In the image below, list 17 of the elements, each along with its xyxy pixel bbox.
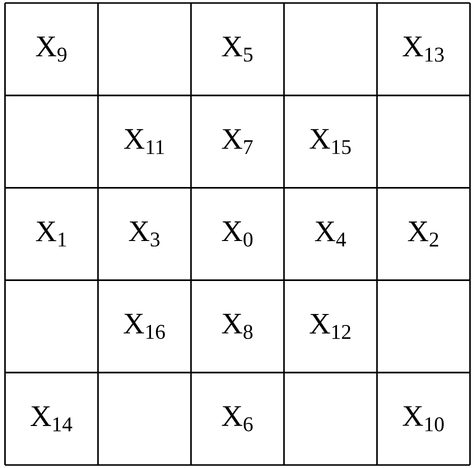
- cell-label: X$_{11}$: [124, 129, 164, 154]
- cell-label: X$_{3}$: [128, 221, 160, 247]
- cell-label: X$_{7}$: [222, 129, 253, 154]
- cell-label: X$_{15}$: [310, 129, 351, 154]
- cell-label: X$_{10}$: [402, 406, 444, 432]
- cell-label: X$_{4}$: [314, 222, 346, 246]
- cell-label: X$_{9}$: [36, 36, 66, 62]
- cell-label: X$_{14}$: [30, 406, 72, 432]
- cell-label: X$_{1}$: [36, 222, 66, 246]
- cell-label: X$_{0}$: [222, 221, 252, 247]
- cell-label: X$_{8}$: [222, 314, 252, 339]
- cell-label: X$_{16}$: [124, 314, 165, 339]
- cell-label: X$_{2}$: [408, 222, 438, 246]
- cell-label: X$_{12}$: [310, 314, 350, 339]
- cell-label: X$_{6}$: [222, 406, 253, 432]
- cell-label: X$_{13}$: [402, 36, 444, 62]
- cell-label: X$_{5}$: [222, 36, 252, 62]
